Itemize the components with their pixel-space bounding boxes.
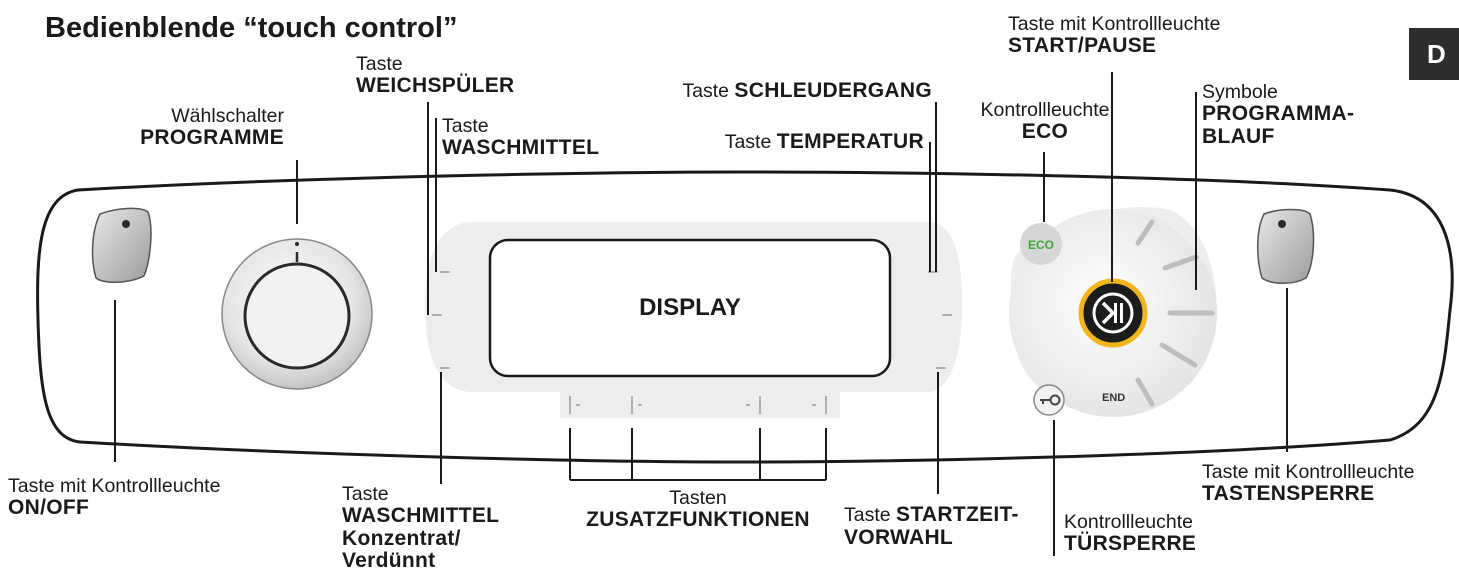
label-on-off: Taste mit Kontrollleuchte ON/OFF [8, 475, 221, 520]
page-title: Bedienblende “touch control” [45, 12, 458, 44]
end-label: END [1102, 392, 1126, 404]
label-zusatzfunktionen: Tasten ZUSATZFUNKTIONEN [586, 487, 810, 532]
label-waschmittel-konzentrat: Taste WASCHMITTEL Konzentrat/ Verdünnt [342, 483, 500, 573]
label-programme: Wählschalter PROGRAMME [140, 105, 284, 150]
key-lock-button [1256, 208, 1315, 284]
display-label: DISPLAY [639, 294, 741, 321]
leader-lines [114, 72, 1288, 556]
play-pause-icon [1101, 301, 1115, 325]
label-tuersperre: Kontrollleuchte TÜRSPERRE [1064, 511, 1197, 556]
label-waschmittel: Taste WASCHMITTEL [442, 115, 600, 160]
eco-indicator [1020, 223, 1062, 265]
eco-icon: ECO [1027, 238, 1054, 252]
label-programmablauf: Symbole PROGRAMMA- BLAUF [1202, 81, 1355, 148]
language-tab: D [1409, 28, 1459, 80]
label-startzeit: Taste STARTZEIT- VORWAHL [844, 503, 1019, 549]
label-temperatur: Taste TEMPERATUR [724, 130, 924, 153]
label-tastensperre: Taste mit Kontrollleuchte TASTENSPERRE [1202, 461, 1415, 506]
label-weichspueler: Taste WEICHSPÜLER [356, 53, 515, 98]
label-eco: Kontrollleuchte ECO [980, 99, 1110, 144]
on-off-button [91, 207, 152, 283]
label-start-pause: Taste mit Kontrollleuchte START/PAUSE [1008, 13, 1221, 58]
key-icon [1040, 394, 1061, 406]
label-schleudergang: Taste SCHLEUDERGANG [682, 79, 932, 102]
display-window [488, 238, 892, 378]
